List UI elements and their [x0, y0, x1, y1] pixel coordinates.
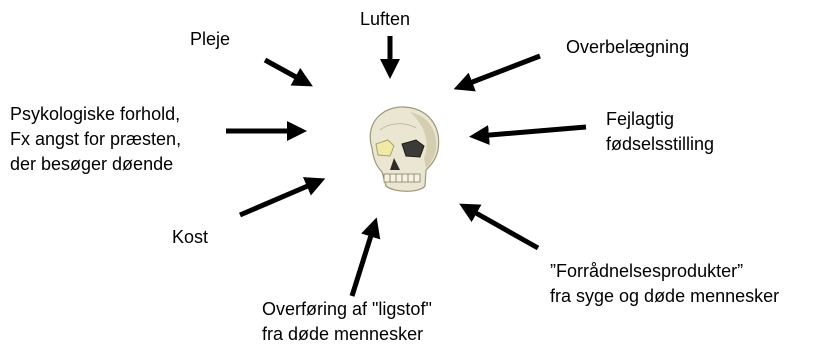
label-forraadnelse: ”Forrådnelsesprodukter” fra syge og døde…	[550, 259, 779, 309]
arrow-forraadnelse	[467, 208, 538, 248]
arrow-ligstof	[352, 226, 374, 296]
label-line: Overføring af "ligstof"	[262, 297, 432, 322]
label-line: fra syge og døde mennesker	[550, 284, 779, 309]
label-fejlagtig: Fejlagtig fødselsstilling	[606, 107, 714, 157]
label-line: fødselsstilling	[606, 132, 714, 157]
arrow-kost	[240, 182, 317, 215]
label-line: ”Forrådnelsesprodukter”	[550, 259, 779, 284]
label-pleje: Pleje	[190, 28, 230, 50]
label-line: der besøger døende	[10, 152, 181, 177]
label-line: Overbelægning	[566, 36, 689, 58]
label-line: Fejlagtig	[606, 107, 714, 132]
label-luften: Luften	[360, 8, 410, 30]
label-psykologiske: Psykologiske forhold, Fx angst for præst…	[10, 102, 181, 177]
arrow-overbelaegning	[462, 56, 540, 86]
arrow-pleje	[265, 60, 305, 82]
skull-icon	[350, 100, 450, 200]
label-line: Luften	[360, 8, 410, 30]
label-kost: Kost	[172, 226, 208, 248]
arrow-fejlagtig	[478, 127, 586, 136]
label-ligstof: Overføring af "ligstof" fra døde mennesk…	[262, 297, 432, 347]
label-line: Fx angst for præsten,	[10, 127, 181, 152]
label-line: Pleje	[190, 28, 230, 50]
label-line: Psykologiske forhold,	[10, 102, 181, 127]
label-overbelaegning: Overbelægning	[566, 36, 689, 58]
label-line: fra døde mennesker	[262, 322, 432, 347]
label-line: Kost	[172, 226, 208, 248]
